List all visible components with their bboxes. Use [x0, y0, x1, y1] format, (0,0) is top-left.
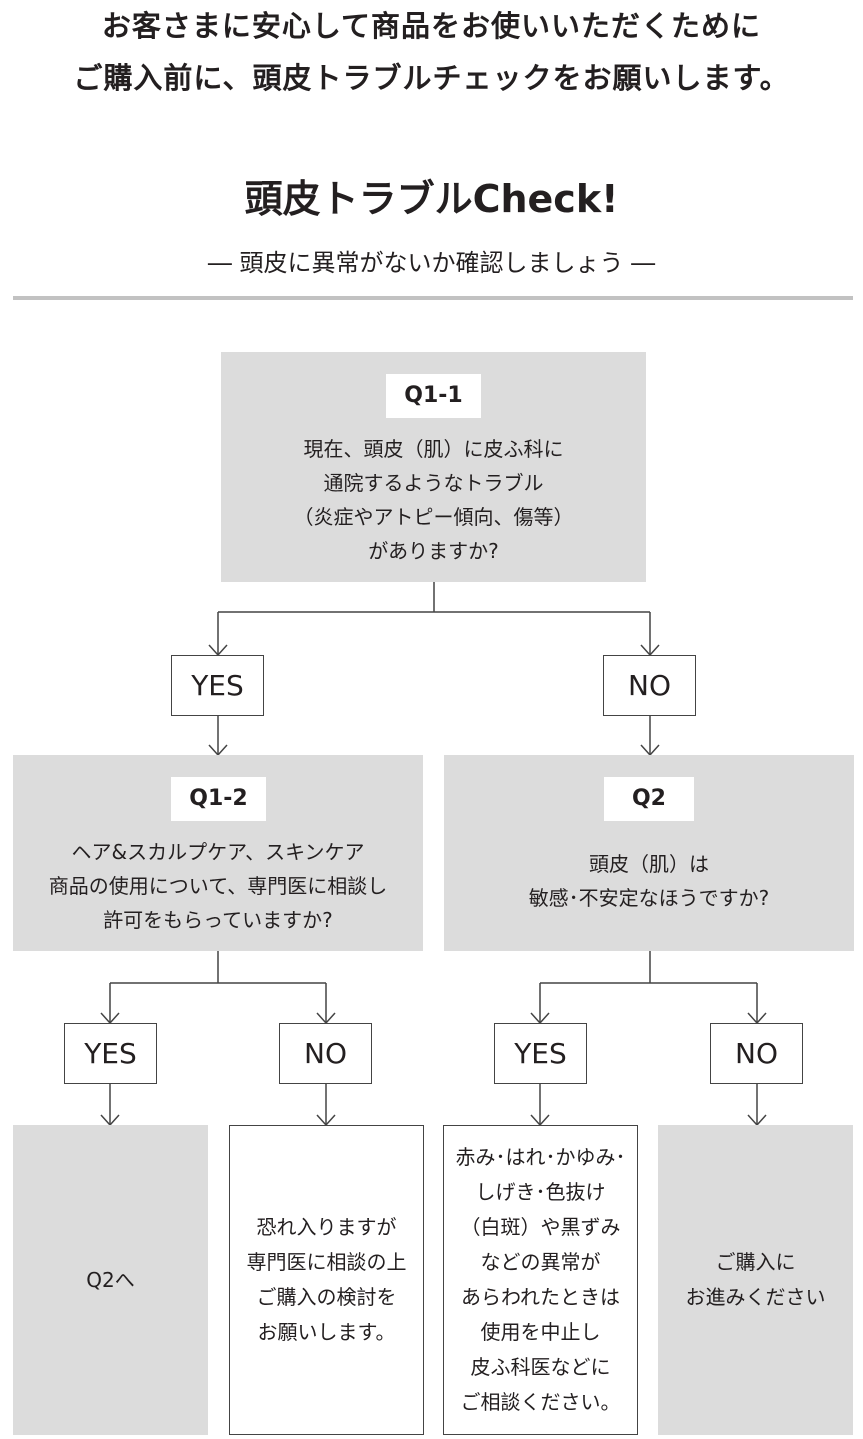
result-3-line: （白斑）や黒ずみ: [460, 1215, 621, 1239]
answer-yes-q2: YES: [494, 1023, 587, 1084]
q1-1-line: 現在、頭皮（肌）に皮ふ科に: [303, 437, 564, 461]
q1-2-line: ヘア&スカルプケア、スキンケア: [71, 840, 365, 864]
arrowhead: [100, 1012, 120, 1025]
arrowhead: [530, 1114, 550, 1127]
result-2-line: お願いします。: [257, 1320, 396, 1344]
result-3-line: しげき･色抜け: [475, 1180, 606, 1204]
intro-line-1: お客さまに安心して商品をお使いいただくために: [101, 9, 762, 43]
arrowhead: [640, 744, 660, 757]
answer-no-q1-1: NO: [603, 655, 696, 716]
q1-1-label: Q1-1: [386, 374, 481, 418]
result-3-line: 皮ふ科医などに: [470, 1355, 611, 1379]
q1-1-line: （炎症やアトピー傾向、傷等）: [293, 505, 574, 529]
result-2-line: 恐れ入りますが: [256, 1215, 397, 1239]
result-3-line: ご相談ください。: [460, 1390, 621, 1414]
answer-yes-q1-2: YES: [64, 1023, 157, 1084]
q2-line: 敏感･不安定なほうですか?: [528, 886, 770, 910]
q2-line: 頭皮（肌）は: [589, 852, 709, 876]
question-q2-box: Q2 頭皮（肌）は 敏感･不安定なほうですか?: [444, 755, 854, 951]
arrowhead: [208, 744, 228, 757]
q1-2-line: 商品の使用について、専門医に相談し: [48, 874, 388, 898]
result-go-to-q2: Q2へ: [13, 1125, 208, 1435]
q1-2-line: 許可をもらっていますか?: [103, 908, 333, 932]
connector-q1-1: [217, 582, 651, 655]
q1-1-line: 通院するようなトラブル: [323, 471, 544, 495]
arrowhead: [747, 1114, 767, 1127]
result-3-line: 赤み･はれ･かゆみ･: [455, 1145, 626, 1169]
result-3-line: などの異常が: [480, 1250, 601, 1274]
q1-2-text: ヘア&スカルプケア、スキンケア 商品の使用について、専門医に相談し 許可をもらっ…: [13, 835, 423, 937]
divider: [13, 296, 853, 300]
chart-subtitle: ― 頭皮に異常がないか確認しましょう ―: [207, 249, 656, 277]
result-2-line: ご購入の検討を: [256, 1285, 397, 1309]
q1-1-line: がありますか?: [368, 539, 499, 563]
arrowhead: [316, 1114, 336, 1127]
arrowhead: [530, 1012, 550, 1025]
intro-line-2: ご購入前に、頭皮トラブルチェックをお願いします。: [73, 61, 790, 95]
result-consult-doctor: 恐れ入りますが 専門医に相談の上 ご購入の検討を お願いします。: [229, 1125, 424, 1435]
q1-2-label: Q1-2: [171, 777, 266, 821]
arrowhead: [747, 1012, 767, 1025]
connector-q2: [539, 951, 758, 1023]
question-q1-1-box: Q1-1 現在、頭皮（肌）に皮ふ科に 通院するようなトラブル （炎症やアトピー傾…: [221, 352, 646, 582]
q1-1-text: 現在、頭皮（肌）に皮ふ科に 通院するようなトラブル （炎症やアトピー傾向、傷等）…: [221, 432, 646, 568]
q2-label: Q2: [604, 777, 694, 821]
arrowhead: [208, 644, 228, 657]
arrowhead: [316, 1012, 336, 1025]
result-4-line: お進みください: [685, 1285, 826, 1309]
result-1-line: Q2へ: [86, 1267, 135, 1292]
arrowhead: [640, 644, 660, 657]
question-q1-2-box: Q1-2 ヘア&スカルプケア、スキンケア 商品の使用について、専門医に相談し 許…: [13, 755, 423, 951]
q2-text: 頭皮（肌）は 敏感･不安定なほうですか?: [444, 847, 854, 915]
result-3-line: あらわれたときは: [461, 1285, 620, 1309]
result-proceed-purchase: ご購入に お進みください: [658, 1125, 853, 1435]
intro-text: お客さまに安心して商品をお使いいただくために ご購入前に、頭皮トラブルチェックを…: [0, 0, 863, 104]
arrowhead: [100, 1114, 120, 1127]
answer-yes-q1-1: YES: [171, 655, 264, 716]
result-2-line: 専門医に相談の上: [246, 1250, 407, 1274]
answer-no-q1-2: NO: [279, 1023, 372, 1084]
result-4-line: ご購入に: [715, 1250, 796, 1274]
connector-q1-2: [109, 951, 327, 1023]
chart-title: 頭皮トラブルCheck!: [244, 177, 619, 221]
result-3-line: 使用を中止し: [480, 1320, 601, 1344]
result-stop-use-warning: 赤み･はれ･かゆみ･ しげき･色抜け （白斑）や黒ずみ などの異常が あらわれた…: [443, 1125, 638, 1435]
answer-no-q2: NO: [710, 1023, 803, 1084]
